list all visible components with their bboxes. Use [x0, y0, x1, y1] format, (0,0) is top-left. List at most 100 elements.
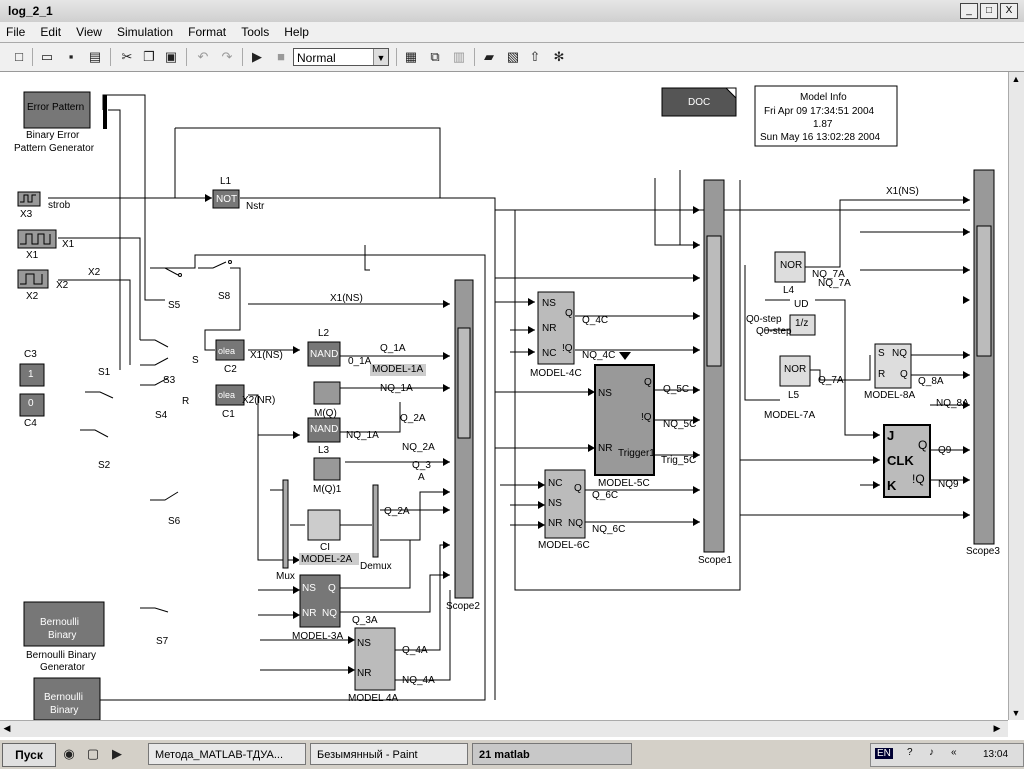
model-6c-ns-port: NS	[548, 498, 562, 509]
model-canvas[interactable]: Error Pattern Binary Error Pattern Gener…	[0, 72, 1008, 720]
close-button[interactable]: X	[1000, 3, 1018, 19]
cut-icon[interactable]: ✂	[121, 49, 133, 64]
play-icon[interactable]: ▶	[252, 49, 262, 64]
doc-block[interactable]	[661, 87, 737, 117]
nand-gate-l2[interactable]	[307, 341, 341, 367]
library-browser-icon[interactable]: ▰	[484, 49, 494, 64]
model-6c-block[interactable]	[544, 469, 586, 539]
stop-icon[interactable]: ■	[277, 49, 285, 64]
bernoulli-generator-1[interactable]	[23, 601, 105, 647]
horizontal-scrollbar[interactable]: ◀ ▶	[0, 720, 1008, 737]
c2-label: C2	[224, 364, 237, 375]
c4-constant-block[interactable]	[19, 393, 45, 417]
model-7a-label: MODEL-7A	[764, 410, 816, 421]
model-3a-nq-port: NQ	[322, 608, 337, 619]
paste-icon[interactable]: ▣	[164, 49, 178, 64]
unit-delay-block[interactable]	[789, 314, 816, 336]
model-info-box[interactable]	[754, 85, 898, 147]
jk-j-port: J	[887, 428, 895, 443]
help-icon[interactable]: ?	[907, 747, 913, 758]
sound-icon[interactable]: ♪	[929, 747, 934, 758]
model-4a-ns-port: NS	[357, 638, 371, 649]
copy-icon[interactable]: ❐	[143, 49, 155, 64]
menu-tools[interactable]: Tools	[241, 25, 270, 39]
x2-label: X2	[26, 291, 39, 302]
menu-edit[interactable]: Edit	[40, 25, 62, 39]
go-to-parent-icon[interactable]: ⇧	[529, 49, 541, 64]
update-icon[interactable]: ⧉	[430, 49, 440, 64]
minimize-button[interactable]: _	[960, 3, 978, 19]
jk-flipflop-block[interactable]	[883, 424, 931, 498]
model-4a-block[interactable]	[354, 627, 396, 691]
scroll-left-icon[interactable]: ◀	[3, 723, 11, 733]
media-icon[interactable]: ▶	[112, 746, 122, 761]
model-8a-s-port: S	[878, 348, 885, 359]
task-matlab[interactable]: 21 matlab	[472, 743, 632, 765]
explorer-icon[interactable]: ▢	[86, 746, 100, 761]
r-terminal-label: R	[182, 396, 190, 407]
new-icon[interactable]: □	[15, 49, 23, 64]
build-icon[interactable]: ▦	[404, 49, 418, 64]
ci-subsystem-block[interactable]	[307, 509, 341, 541]
task-paint[interactable]: Безымянный - Paint	[310, 743, 468, 765]
memory-block-mq[interactable]	[313, 381, 341, 405]
nor-gate-l4[interactable]	[774, 251, 806, 283]
simulation-mode-select[interactable]: Normal▼	[293, 48, 389, 66]
tray-expand-icon[interactable]: «	[951, 747, 957, 758]
scroll-right-icon[interactable]: ▶	[993, 723, 1001, 733]
maximize-button[interactable]: □	[980, 3, 998, 19]
demux-block[interactable]	[372, 484, 379, 558]
print-icon[interactable]: ▤	[88, 49, 102, 64]
jk-clk-port: CLK	[887, 453, 914, 468]
vertical-scrollbar[interactable]: ▲ ▼	[1008, 72, 1024, 720]
c3-constant-block[interactable]	[19, 363, 45, 387]
start-button[interactable]: Пуск	[2, 743, 56, 767]
c2-convert-block[interactable]	[215, 339, 245, 361]
nstr-label: Nstr	[246, 201, 265, 212]
undo-icon[interactable]: ↶	[197, 49, 209, 64]
strob-label: strob	[48, 200, 71, 211]
trig5c-label: Trig_5C	[661, 455, 697, 466]
memory-block-mq1[interactable]	[313, 457, 341, 481]
model-8a-block[interactable]	[874, 343, 912, 389]
model-6c-q-port: Q	[574, 483, 582, 494]
bernoulli-generator-2[interactable]	[33, 677, 101, 720]
menu-help[interactable]: Help	[284, 25, 309, 39]
ie-icon[interactable]: ◉	[63, 746, 75, 761]
open-icon[interactable]: ▭	[40, 49, 54, 64]
c3-value: 1	[28, 369, 34, 380]
arrowheads	[205, 194, 970, 674]
l5-label: L5	[788, 390, 800, 401]
error-pattern-block[interactable]	[23, 91, 107, 129]
save-icon[interactable]: ▪	[68, 49, 74, 64]
menu-simulation[interactable]: Simulation	[117, 25, 174, 39]
x1-pulse-block[interactable]	[17, 229, 57, 249]
q1a-label: Q_1A	[380, 343, 406, 354]
x2-pulse-block[interactable]	[17, 269, 49, 289]
menu-file[interactable]: File	[6, 25, 26, 39]
x3-pulse-block[interactable]	[17, 191, 41, 207]
mux-block[interactable]	[282, 479, 289, 569]
debugger-icon[interactable]: ✻	[553, 49, 565, 64]
redo-icon[interactable]: ↷	[221, 49, 233, 64]
model-4c-notq-port: !Q	[562, 343, 573, 354]
nor-gate-l5[interactable]	[779, 355, 811, 387]
task-word-document[interactable]: Метода_MATLAB-ТДУА...	[148, 743, 306, 765]
model-4c-block[interactable]	[537, 291, 575, 365]
model-4c-ns-port: NS	[542, 298, 556, 309]
scroll-down-icon[interactable]: ▼	[1011, 708, 1021, 718]
model-explorer-icon[interactable]: ▧	[506, 49, 520, 64]
menu-format[interactable]: Format	[188, 25, 227, 39]
incremental-build-icon[interactable]: ▥	[452, 49, 466, 64]
not-gate-l1[interactable]	[212, 189, 240, 209]
language-indicator[interactable]: EN	[875, 748, 893, 759]
model-3a-block[interactable]	[299, 574, 341, 628]
ud-label: UD	[794, 299, 809, 310]
trigger1-block[interactable]	[594, 364, 655, 476]
ci-label: CI	[320, 542, 330, 553]
c1-convert-block[interactable]	[215, 384, 245, 406]
nand-gate-l3[interactable]	[307, 417, 341, 443]
menu-view[interactable]: View	[76, 25, 102, 39]
manual-switches[interactable]	[80, 260, 232, 613]
scroll-up-icon[interactable]: ▲	[1011, 74, 1021, 84]
